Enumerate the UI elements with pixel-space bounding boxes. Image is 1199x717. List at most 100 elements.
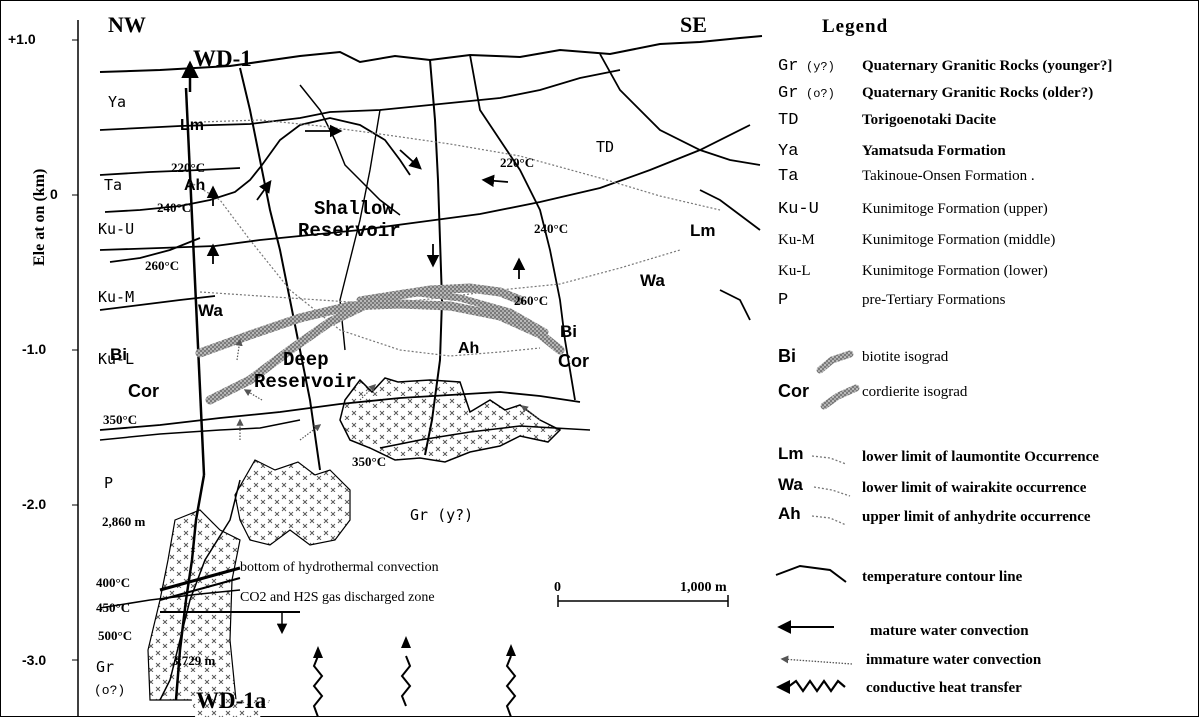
tick-label: +1.0 bbox=[8, 31, 36, 47]
temp-label: 220°C bbox=[500, 155, 534, 170]
temp-label: 240°C bbox=[157, 200, 191, 215]
temp-label: 350°C bbox=[103, 412, 137, 427]
well-label-wd1: WD-1 bbox=[193, 46, 252, 71]
legend-code: Ta bbox=[778, 167, 798, 186]
legend-text: mature water convection bbox=[870, 623, 1029, 639]
legend-text: immature water convection bbox=[866, 652, 1042, 668]
legend-text: conductive heat transfer bbox=[866, 680, 1022, 696]
legend-text: Takinoue-Onsen Formation . bbox=[862, 168, 1035, 184]
legend: Legend Gr (y?) Quaternary Granitic Rocks… bbox=[775, 16, 1112, 696]
legend-text: Kunimitoge Formation (middle) bbox=[862, 232, 1055, 248]
legend-code-sub: (o?) bbox=[806, 87, 835, 101]
legend-text: Kunimitoge Formation (lower) bbox=[862, 263, 1048, 279]
legend-title: Legend bbox=[822, 16, 888, 37]
mark-wa: Wa bbox=[198, 301, 223, 320]
granite-young-lobe bbox=[234, 459, 351, 546]
direction-se: SE bbox=[680, 12, 707, 37]
formation-gr-o-sub: (o?) bbox=[94, 683, 125, 698]
shallow-reservoir-label: Reservoir bbox=[298, 220, 401, 242]
legend-code: Ku-U bbox=[778, 200, 819, 219]
surface-line bbox=[99, 35, 763, 73]
convection-bottom-note: bottom of hydrothermal convection bbox=[240, 560, 439, 575]
granite-old-base bbox=[190, 690, 270, 717]
deep-reservoir-label: Reservoir bbox=[254, 371, 357, 393]
legend-code: Ya bbox=[778, 142, 798, 161]
shallow-reservoir-label: Shallow bbox=[314, 198, 394, 220]
heat-transfer-swatch bbox=[787, 679, 846, 693]
temp-label: 350°C bbox=[352, 454, 386, 469]
legend-code: TD bbox=[778, 111, 798, 130]
legend-code-sub: (y?) bbox=[806, 60, 835, 74]
direction-nw: NW bbox=[108, 12, 146, 37]
axis-title: Ele at on (km) bbox=[31, 169, 48, 266]
immature-convection-swatch bbox=[780, 655, 853, 665]
ah-swatch bbox=[811, 515, 847, 526]
well-wd1a bbox=[174, 474, 206, 701]
formation-td: TD bbox=[596, 138, 614, 156]
granite-young-body bbox=[339, 377, 562, 463]
legend-text: pre-Tertiary Formations bbox=[862, 292, 1006, 308]
legend-code: Ku-L bbox=[778, 263, 811, 279]
legend-code: Bi bbox=[778, 346, 796, 366]
mark-bi: Bi bbox=[560, 322, 577, 341]
biotite-isograd-line bbox=[195, 299, 565, 358]
legend-text: Quaternary Granitic Rocks (older?) bbox=[862, 85, 1093, 101]
formation-ku-m: Ku-M bbox=[98, 288, 134, 306]
temp-label: 260°C bbox=[145, 258, 179, 273]
temp-label: 500°C bbox=[98, 628, 132, 643]
formation-p: P bbox=[104, 474, 113, 492]
legend-text: Kunimitoge Formation (upper) bbox=[862, 201, 1048, 217]
mark-lm: Lm bbox=[180, 117, 204, 134]
formation-ku-l: Ku-L bbox=[98, 350, 134, 368]
legend-text: upper limit of anhydrite occurrence bbox=[862, 509, 1091, 525]
scale-start: 0 bbox=[554, 580, 561, 595]
biotite-swatch bbox=[816, 350, 854, 374]
scale-bar: 0 1,000 m bbox=[554, 580, 729, 607]
legend-text: cordierite isograd bbox=[862, 384, 968, 400]
legend-code: P bbox=[778, 291, 788, 310]
temp-label: 260°C bbox=[514, 293, 548, 308]
scale-end: 1,000 m bbox=[680, 580, 727, 595]
cross-section: 0 1,000 m NW SE WD-1 WD-1a Shallow Reser… bbox=[94, 12, 763, 717]
legend-text: Torigoenotaki Dacite bbox=[862, 112, 996, 128]
legend-text: lower limit of laumontite Occurrence bbox=[862, 449, 1099, 465]
temp-label: 220°C bbox=[171, 160, 205, 175]
mark-wa: Wa bbox=[640, 271, 665, 290]
legend-code: Gr bbox=[778, 57, 798, 76]
tick-label: -3.0 bbox=[22, 652, 46, 668]
deep-reservoir-label: Deep bbox=[283, 349, 329, 371]
legend-code: Ah bbox=[778, 504, 801, 523]
legend-code: Lm bbox=[778, 444, 804, 463]
legend-text: Yamatsuda Formation bbox=[862, 143, 1006, 159]
legend-text: Quaternary Granitic Rocks (younger?] bbox=[862, 58, 1112, 74]
temp-label: 400°C bbox=[96, 575, 130, 590]
legend-text: lower limit of wairakite occurrence bbox=[862, 480, 1087, 496]
legend-code: Gr bbox=[778, 84, 798, 103]
mark-ah: Ah bbox=[184, 177, 205, 194]
gas-zone-note: CO2 and H2S gas discharged zone bbox=[240, 590, 435, 605]
formation-gr-y: Gr (y?) bbox=[410, 506, 473, 524]
temp-label: 240°C bbox=[534, 221, 568, 236]
well-wd1 bbox=[184, 87, 206, 476]
depth-label: 2,860 m bbox=[102, 514, 146, 529]
tick-label: 0 bbox=[50, 186, 58, 202]
formation-ku-u: Ku-U bbox=[98, 220, 134, 238]
legend-text: temperature contour line bbox=[862, 569, 1023, 585]
mark-cor: Cor bbox=[128, 381, 159, 401]
formation-ta: Ta bbox=[104, 176, 122, 194]
tick-label: -1.0 bbox=[22, 341, 46, 357]
temp-label: 450°C bbox=[96, 600, 130, 615]
mark-ah: Ah bbox=[458, 340, 479, 357]
depth-label: 3,729 m bbox=[172, 653, 216, 668]
wa-swatch bbox=[813, 486, 851, 497]
well-label-wd1a: WD-1a bbox=[196, 688, 267, 713]
legend-text: biotite isograd bbox=[862, 349, 949, 365]
legend-code: Cor bbox=[778, 381, 809, 401]
formation-ya: Ya bbox=[108, 93, 126, 111]
lm-swatch bbox=[811, 455, 847, 465]
tick-label: -2.0 bbox=[22, 496, 46, 512]
formation-gr-o: Gr bbox=[96, 658, 114, 676]
legend-code: Wa bbox=[778, 475, 803, 494]
mark-lm: Lm bbox=[690, 221, 716, 240]
